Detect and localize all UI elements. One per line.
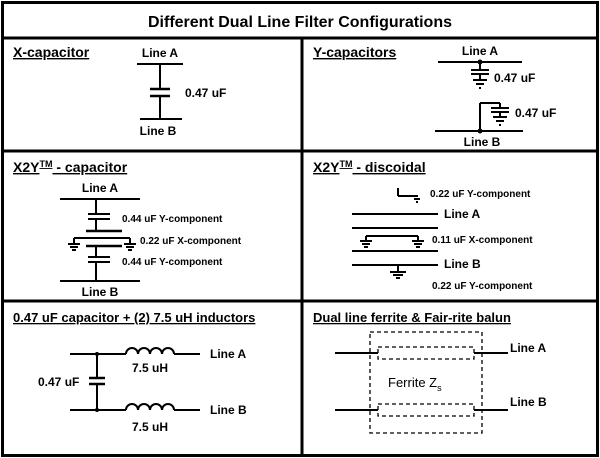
junction-dot [477, 59, 483, 65]
line-b-label: Line B [82, 285, 119, 299]
line-b-label: Line B [464, 135, 501, 149]
line-a-label: Line A [142, 46, 179, 60]
x2y-capacitor-symbol [60, 198, 140, 282]
capacitor-value-bottom: 0.47 uF [515, 106, 556, 120]
ferrite-label: Ferrite Zs [388, 375, 442, 393]
page-title: Different Dual Line Filter Configuration… [148, 14, 452, 31]
capacitor-value: 0.47 uF [38, 375, 79, 389]
x-capacitor-symbol [137, 63, 183, 120]
line-a-label: Line A [82, 181, 119, 195]
line-b-label: Line B [140, 124, 177, 138]
junction-dot [477, 128, 483, 134]
inductor-bottom [125, 403, 175, 411]
panel-heading: X2YTM - capacitor [13, 159, 128, 175]
panel-x2y-discoidal: X2YTM - discoidal 0.22 uF Y-comp [313, 159, 533, 292]
panel-y-capacitors: Y-capacitors Line A 0.47 uF 0.47 uF Li [313, 44, 556, 149]
y-component-top-label: 0.22 uF Y-component [430, 189, 531, 200]
y-component-bottom-label: 0.22 uF Y-component [432, 281, 533, 292]
junction-dot [95, 352, 99, 356]
junction-dot [95, 408, 99, 412]
line-a-label: Line A [444, 207, 481, 221]
ferrite-outline [369, 331, 483, 434]
panel-heading: Y-capacitors [313, 44, 396, 60]
lc-filter-symbol [70, 347, 200, 411]
panel-ferrite-balun: Dual line ferrite & Fair-rite balun Line… [313, 310, 547, 434]
panel-x2y-capacitor: X2YTM - capacitor Line A 0.44 uF Y- [13, 159, 242, 299]
line-b-label: Line B [210, 403, 247, 417]
inductor-top-value: 7.5 uH [132, 361, 168, 375]
line-b-label: Line B [444, 257, 481, 271]
capacitor-value-top: 0.47 uF [494, 71, 535, 85]
x-component-label: 0.11 uF X-component [432, 235, 533, 246]
line-a-label: Line A [510, 341, 547, 355]
inductor-bottom-value: 7.5 uH [132, 420, 168, 434]
panel-heading: X-capacitor [13, 44, 90, 60]
x-component-label: 0.22 uF X-component [140, 236, 242, 247]
line-a-label: Line A [462, 44, 499, 58]
panel-heading: 0.47 uF capacitor + (2) 7.5 uH inductors [13, 310, 255, 325]
inductor-top [125, 347, 175, 355]
y-component-top-label: 0.44 uF Y-component [122, 214, 223, 225]
capacitor-value: 0.47 uF [185, 86, 226, 100]
line-b-label: Line B [510, 395, 547, 409]
panel-capacitor-inductors: 0.47 uF capacitor + (2) 7.5 uH inductors… [13, 310, 255, 434]
x2y-discoidal-symbol [352, 188, 438, 279]
panel-heading: Dual line ferrite & Fair-rite balun [313, 310, 511, 325]
y-component-bottom-label: 0.44 uF Y-component [122, 257, 223, 268]
ferrite-symbol [335, 331, 508, 434]
panel-heading: X2YTM - discoidal [313, 159, 426, 175]
line-a-label: Line A [210, 347, 247, 361]
panel-x-capacitor: X-capacitor Line A 0.47 uF Line B [13, 44, 226, 138]
